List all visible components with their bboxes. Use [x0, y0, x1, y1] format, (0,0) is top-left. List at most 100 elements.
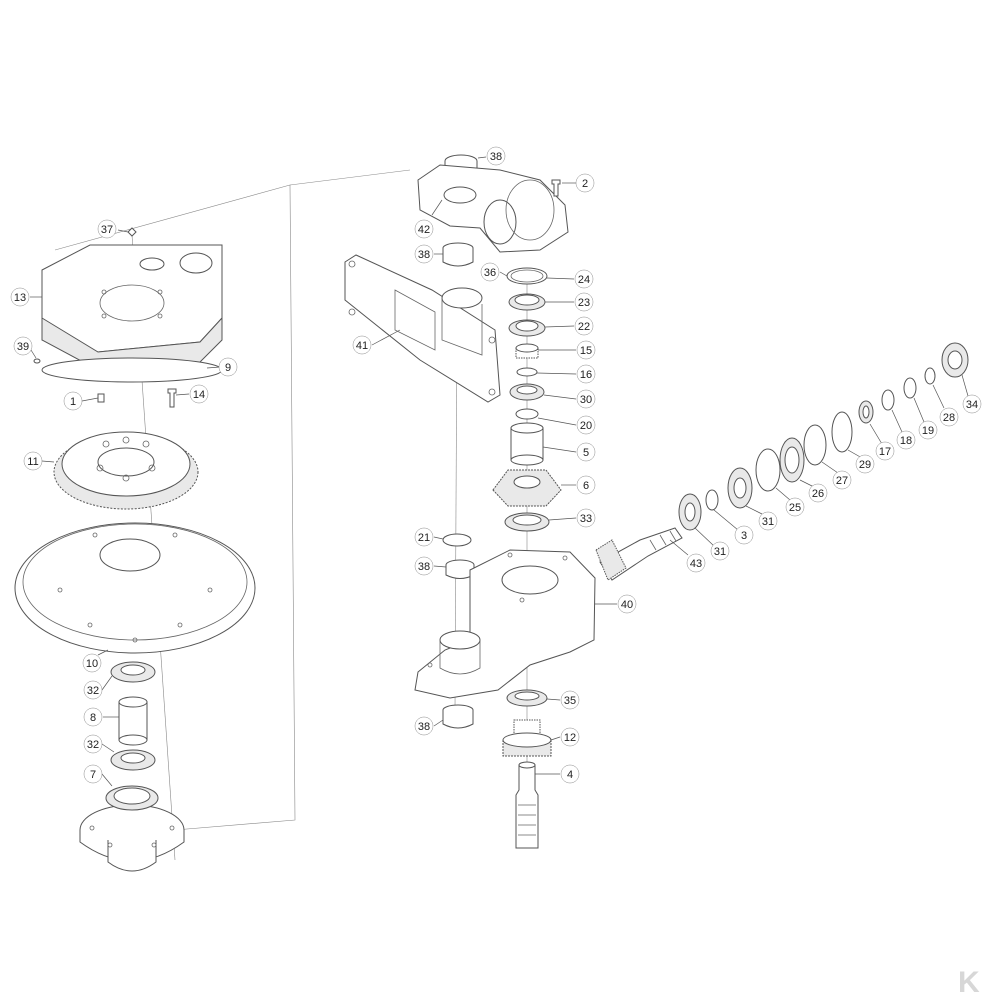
part-38-cap-bottom [442, 704, 474, 729]
callout-37: 37 [97, 219, 117, 239]
svg-text:39: 39 [17, 341, 29, 353]
svg-text:11: 11 [27, 456, 38, 468]
part-35-bearing [506, 689, 548, 707]
part-17-bush [858, 400, 874, 424]
part-42-upper-housing [417, 164, 569, 253]
svg-text:5: 5 [583, 447, 589, 459]
svg-text:32: 32 [87, 739, 99, 751]
svg-text:7: 7 [90, 769, 96, 781]
svg-text:19: 19 [922, 425, 934, 437]
part-27-ring [803, 424, 827, 466]
callout-3: 3 [734, 525, 754, 545]
svg-text:26: 26 [812, 488, 824, 500]
svg-text:31: 31 [714, 546, 726, 558]
callout-32: 32 [83, 734, 103, 754]
callout-32: 32 [83, 680, 103, 700]
part-29-circlip [831, 411, 853, 453]
callout-24: 24 [574, 269, 594, 289]
callout-39: 39 [13, 336, 33, 356]
callout-31: 31 [710, 541, 730, 561]
callout-25: 25 [785, 497, 805, 517]
part-21-ring [442, 533, 472, 547]
callout-19: 19 [918, 420, 938, 440]
part-10-disc [14, 522, 256, 654]
part-5-sleeve [510, 422, 544, 466]
callout-43: 43 [686, 553, 706, 573]
part-16-ring [516, 367, 538, 377]
callout-8: 8 [83, 707, 103, 727]
svg-text:13: 13 [14, 292, 26, 304]
svg-text:38: 38 [418, 721, 430, 733]
part-2-screw [551, 179, 561, 197]
svg-text:22: 22 [578, 321, 590, 333]
part-25-ring [755, 448, 781, 492]
svg-text:40: 40 [621, 599, 633, 611]
callout-23: 23 [574, 292, 594, 312]
assembly-dash-top [289, 169, 411, 186]
svg-text:14: 14 [193, 389, 205, 401]
svg-text:3: 3 [741, 530, 747, 542]
callout-6: 6 [576, 475, 596, 495]
svg-text:31: 31 [762, 516, 774, 528]
callout-31: 31 [758, 511, 778, 531]
svg-text:42: 42 [418, 224, 430, 236]
svg-text:17: 17 [879, 446, 891, 458]
part-19-ring [903, 377, 917, 399]
callout-27: 27 [832, 470, 852, 490]
callout-1: 1 [63, 391, 83, 411]
callout-26: 26 [808, 483, 828, 503]
svg-text:28: 28 [943, 412, 955, 424]
svg-text:8: 8 [90, 712, 96, 724]
part-9-ring [41, 357, 223, 383]
right-assembly [289, 154, 969, 849]
part-11-ring-gear [53, 431, 199, 510]
svg-text:21: 21 [418, 532, 430, 544]
part-38-cap-middle [445, 559, 475, 579]
callout-33: 33 [576, 508, 596, 528]
part-12-spur-gear [502, 719, 552, 757]
part-41-bracket [344, 254, 501, 403]
callout-38: 38 [486, 146, 506, 166]
svg-text:12: 12 [564, 732, 576, 744]
part-4-shaft [515, 761, 539, 849]
part-30-bearing [509, 383, 545, 401]
callout-34: 34 [962, 394, 982, 414]
part-15-needle-bearing [515, 343, 539, 359]
callout-36: 36 [480, 262, 500, 282]
svg-text:34: 34 [966, 399, 978, 411]
callout-38: 38 [414, 244, 434, 264]
callout-16: 16 [576, 364, 596, 384]
callout-29: 29 [855, 454, 875, 474]
part-32-bearing-upper [110, 661, 156, 683]
part-22-bearing [508, 319, 546, 337]
svg-text:33: 33 [580, 513, 592, 525]
callout-15: 15 [576, 340, 596, 360]
brand-logo: K [955, 962, 993, 999]
callout-38: 38 [414, 556, 434, 576]
svg-text:2: 2 [582, 178, 588, 190]
callout-5: 5 [576, 442, 596, 462]
part-28-circlip [924, 367, 936, 385]
part-31-bearing-lower [678, 493, 702, 531]
part-38-cap-second [442, 242, 474, 267]
svg-text:15: 15 [580, 345, 592, 357]
svg-text:24: 24 [578, 274, 590, 286]
svg-text:23: 23 [578, 297, 590, 309]
part-20-ring [515, 408, 539, 420]
svg-text:16: 16 [580, 369, 592, 381]
callout-17: 17 [875, 441, 895, 461]
callout-21: 21 [414, 527, 434, 547]
part-7-hub [79, 785, 185, 872]
svg-text:43: 43 [690, 558, 702, 570]
svg-text:10: 10 [86, 658, 98, 670]
part-43-pinion-shaft [595, 527, 683, 581]
svg-text:18: 18 [900, 435, 912, 447]
part-34-cap [941, 342, 969, 378]
svg-text:37: 37 [101, 224, 113, 236]
part-40-lower-housing [414, 549, 596, 699]
callout-40: 40 [617, 594, 637, 614]
callout-41: 41 [352, 335, 372, 355]
callout-20: 20 [576, 415, 596, 435]
callout-13: 13 [10, 287, 30, 307]
